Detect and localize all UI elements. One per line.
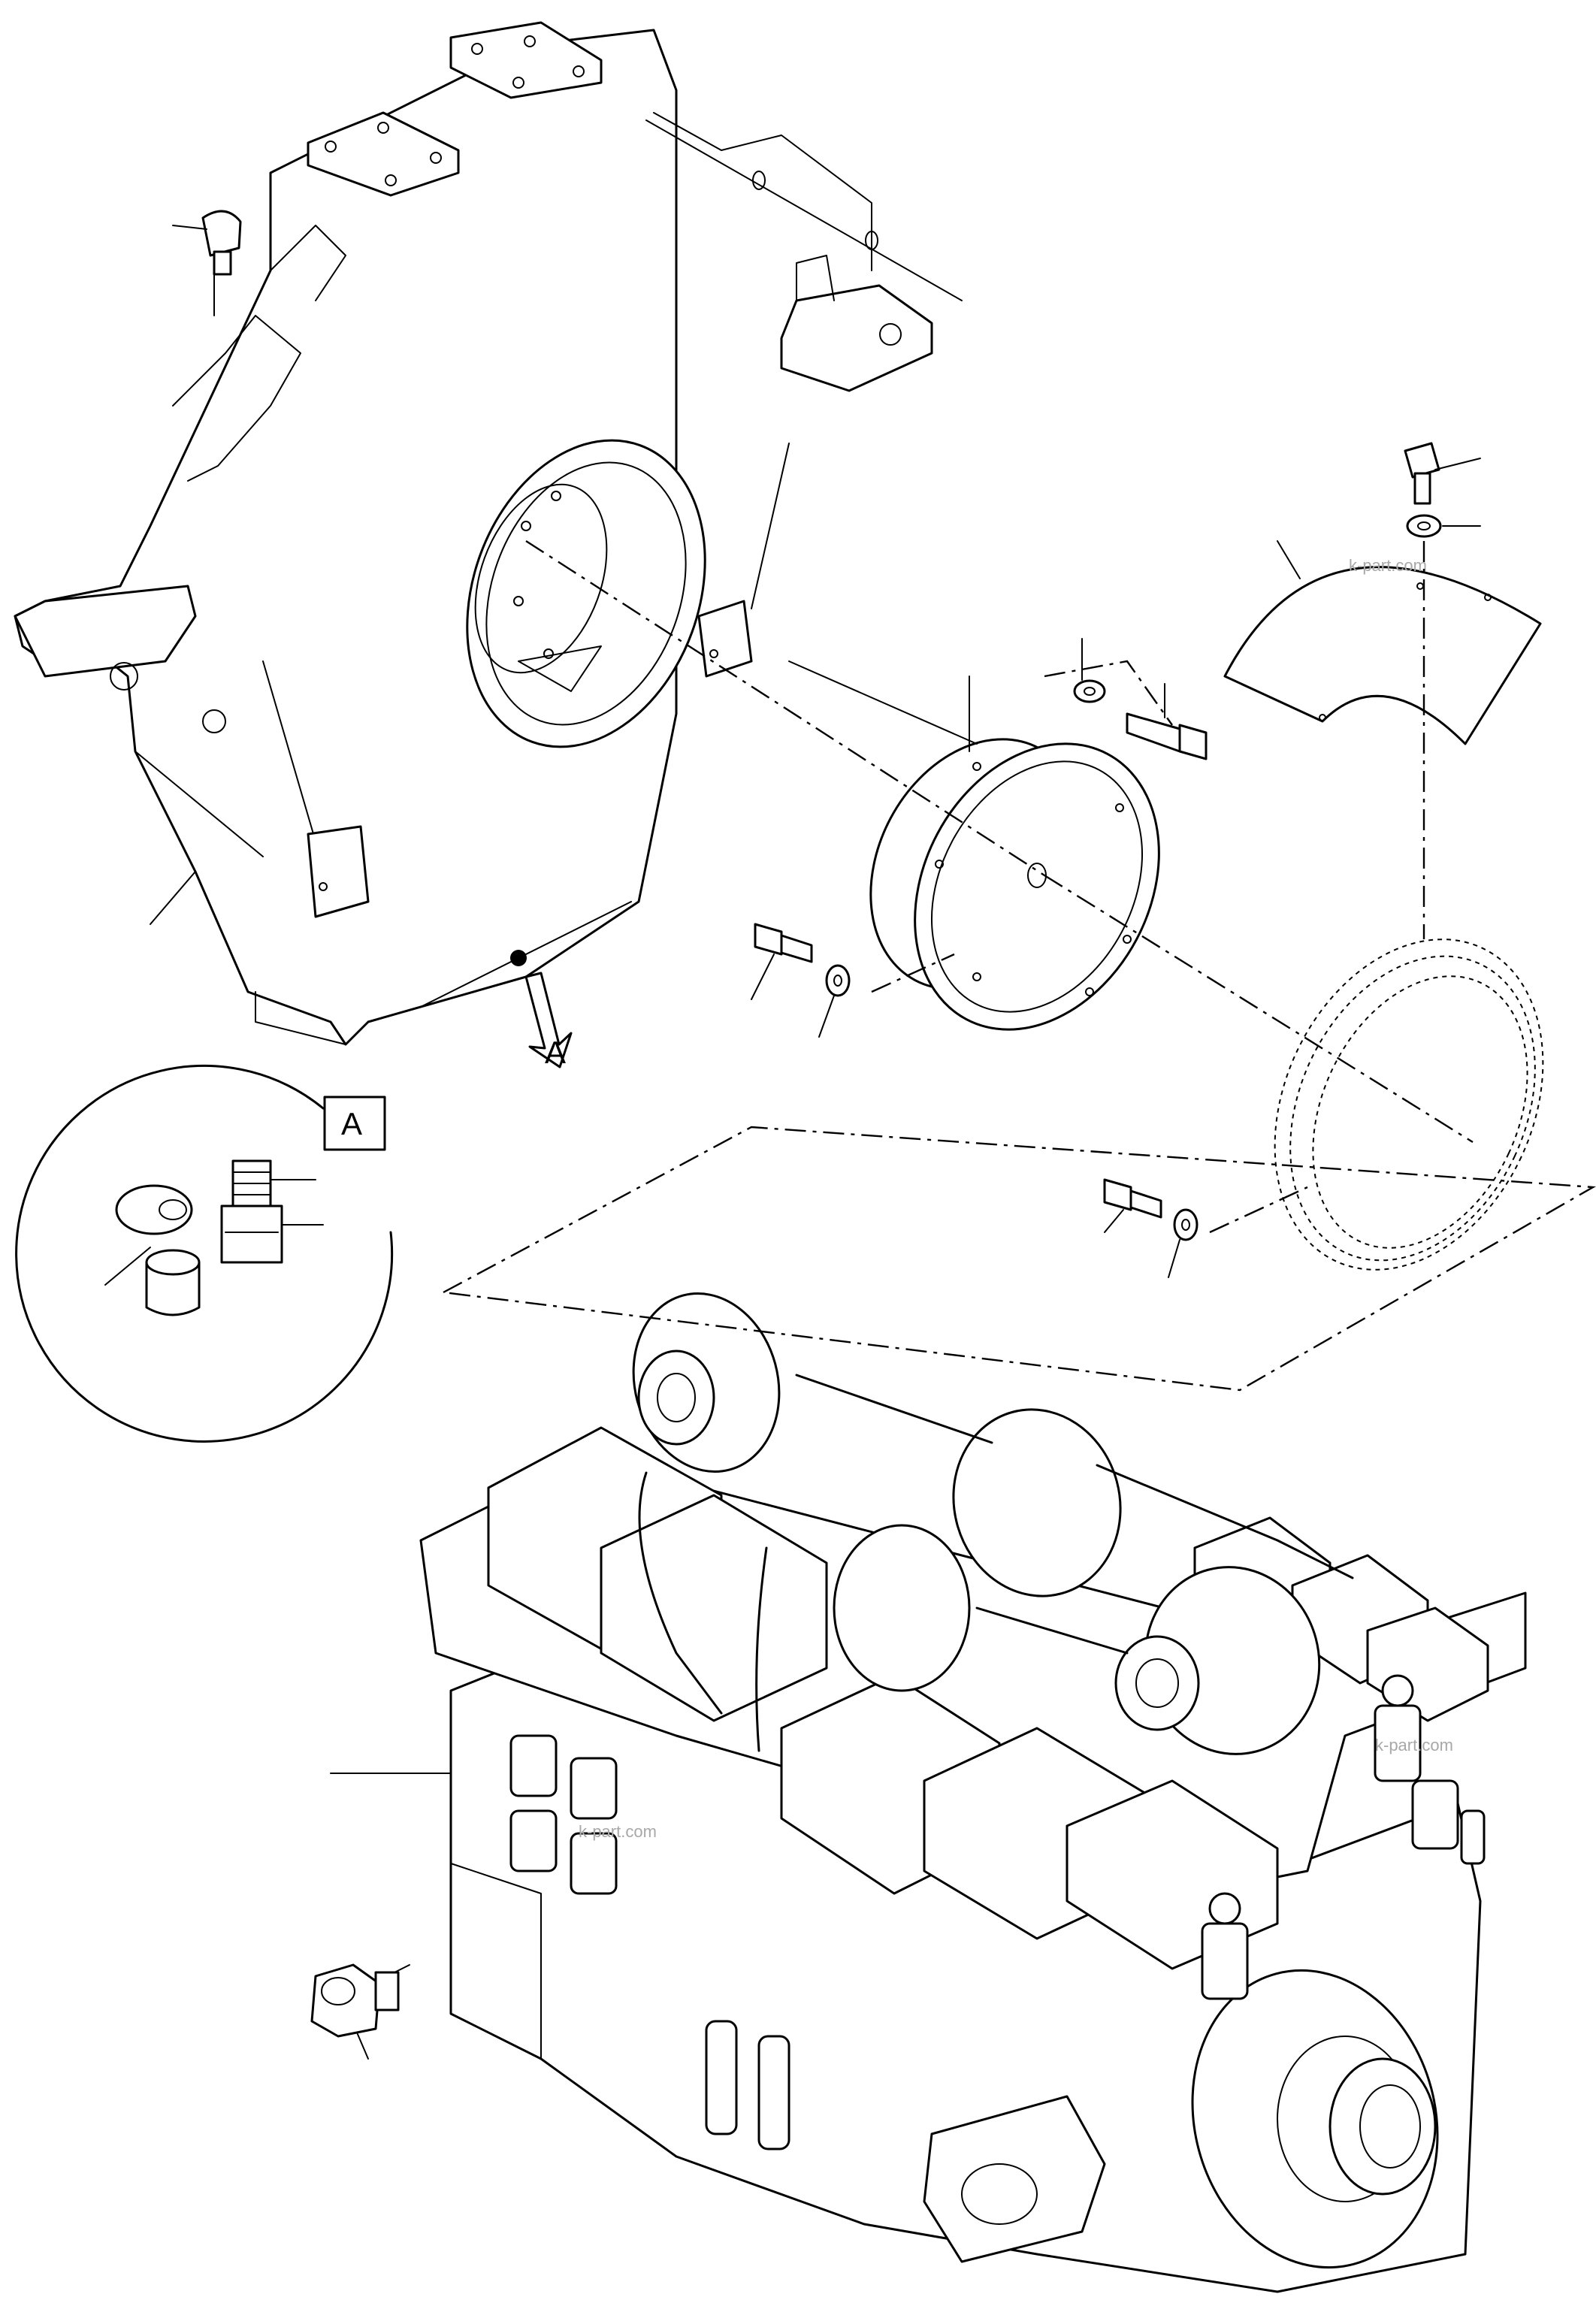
alignment-lines [440,539,1596,1392]
flywheel-housing [14,21,933,1046]
detail-view-a: A [15,1064,394,1443]
fitting-part [310,1963,400,2038]
breather-plug-part [201,210,242,276]
detail-tag-box [323,1096,386,1151]
leader-lines [150,119,1481,2060]
flywheel-coupling [869,738,1160,1031]
view-arrow-a: A [524,972,573,1070]
detail-tag-label: A [341,1106,362,1141]
cover-plate: k-part.com [1223,556,1542,745]
watermark-3: k-part.com [1375,1736,1453,1754]
watermark-2: k-part.com [579,1822,657,1841]
bolt-and-washer-set [754,442,1442,1241]
ring-seal [1274,938,1544,1271]
engine-assembly: k-part.com k-part.com [419,1292,1527,2293]
watermark-1: k-part.com [1349,556,1427,575]
view-arrow-label: A [545,1035,566,1070]
